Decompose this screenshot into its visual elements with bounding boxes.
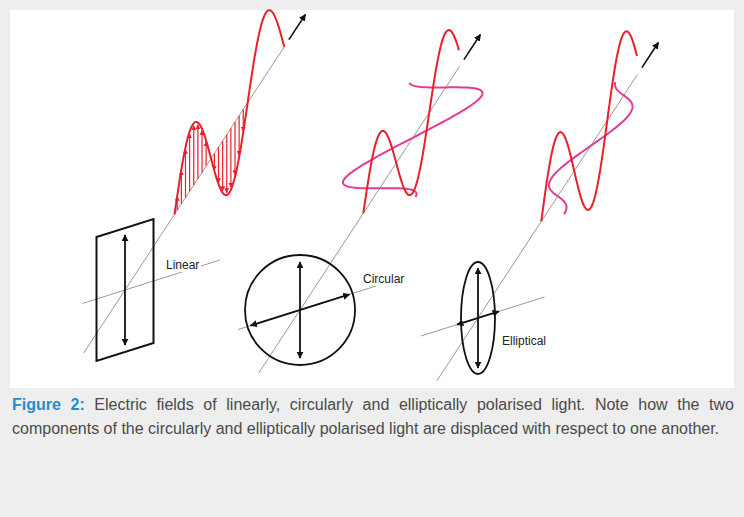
figure-number: Figure 2: — [12, 396, 85, 413]
field-vector — [185, 149, 186, 197]
direction-arrow — [289, 14, 306, 39]
linear-label: Linear — [164, 258, 201, 272]
horizontal-field-arrow — [457, 311, 499, 324]
direction-arrow — [464, 34, 481, 59]
vertical-wave — [175, 10, 285, 214]
circular-label: Circular — [361, 272, 406, 286]
vertical-wave — [541, 31, 637, 221]
horizontal-wave — [549, 82, 633, 214]
horizontal-field-arrow — [251, 294, 350, 325]
axis-lines — [82, 14, 658, 381]
field-vector — [222, 141, 223, 191]
direction-arrow — [642, 42, 659, 67]
field-vector — [193, 126, 194, 185]
linear-frame — [97, 219, 154, 361]
vertical-wave — [363, 30, 459, 213]
field-vector — [230, 128, 231, 187]
field-frames — [97, 219, 499, 374]
field-vector — [226, 135, 227, 193]
field-vector — [201, 131, 202, 173]
figure-caption: Figure 2: Electric fields of linearly, c… — [12, 393, 734, 441]
circular-frame — [245, 255, 355, 365]
field-vector — [234, 122, 235, 175]
field-vector — [197, 125, 198, 179]
field-vector — [218, 147, 219, 182]
vertical-field-arrow — [124, 235, 126, 345]
propagation-axis — [84, 46, 285, 353]
field-vector — [189, 134, 190, 191]
field-waves — [175, 10, 637, 221]
figure-panel — [10, 10, 734, 388]
transverse-axis — [421, 297, 545, 336]
elliptical-label: Elliptical — [500, 334, 548, 348]
horizontal-wave — [343, 83, 483, 197]
